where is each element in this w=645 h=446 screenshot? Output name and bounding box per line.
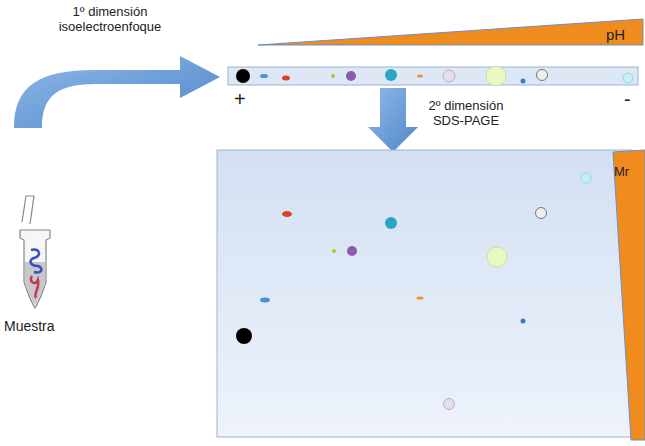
sample-label: Muestra — [4, 318, 74, 334]
dimension-label: 2º dimensión SDS-PAGE — [418, 98, 514, 128]
sample-tube — [20, 196, 50, 308]
anode-sign: + — [234, 88, 250, 111]
ief-strip — [228, 67, 638, 85]
cathode-sign: - — [624, 88, 638, 111]
mr-label: Mr — [614, 164, 642, 179]
gel-spots — [236, 173, 591, 410]
strip-spots — [236, 66, 633, 86]
curved-arrow — [14, 56, 220, 128]
down-arrow — [368, 88, 418, 152]
ph-label: pH — [606, 26, 640, 43]
dimension-label: 1º dimensión isoelectroenfoque — [54, 4, 166, 34]
ph-gradient — [258, 19, 643, 45]
mr-gradient — [613, 150, 645, 440]
sds-gel — [217, 150, 632, 437]
